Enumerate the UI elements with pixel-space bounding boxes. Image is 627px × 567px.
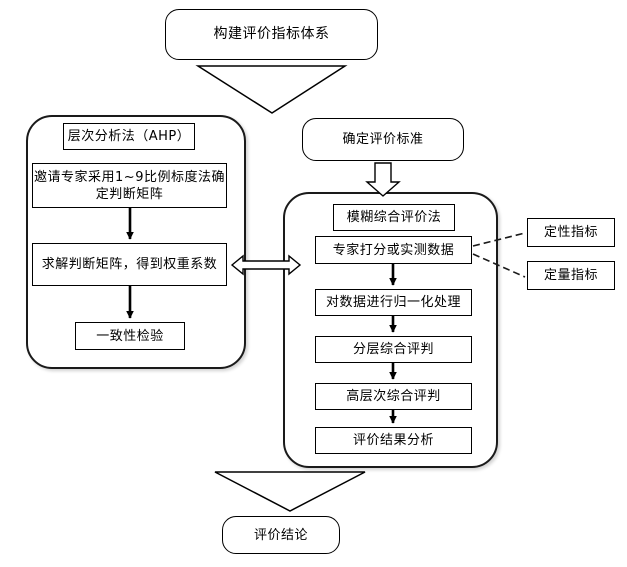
fuzzy-step-3[interactable]: 分层综合评判 [315, 336, 472, 363]
fuzzy-group-header: 模糊综合评价法 [333, 204, 455, 231]
node-qualitative-indicator[interactable]: 定性指标 [527, 218, 615, 247]
big-triangle-arrow-top [195, 65, 348, 114]
ahp-step-1[interactable]: 邀请专家采用1~9比例标度法确定判断矩阵 [32, 163, 227, 208]
fuzzy-step-1[interactable]: 专家打分或实测数据 [315, 236, 472, 264]
ahp-group-header: 层次分析法（AHP） [63, 123, 195, 150]
node-determine-criteria[interactable]: 确定评价标准 [302, 118, 464, 161]
node-construct-index-system[interactable]: 构建评价指标体系 [165, 9, 378, 60]
ahp-step-3[interactable]: 一致性检验 [75, 322, 185, 350]
fuzzy-step-5[interactable]: 评价结果分析 [315, 427, 472, 454]
node-evaluation-conclusion[interactable]: 评价结论 [222, 516, 340, 554]
big-triangle-arrow-bottom [214, 471, 366, 512]
fuzzy-step-4[interactable]: 高层次综合评判 [315, 383, 472, 410]
ahp-step-2[interactable]: 求解判断矩阵，得到权重系数 [32, 243, 227, 286]
node-quantitative-indicator[interactable]: 定量指标 [527, 261, 615, 290]
fuzzy-step-2[interactable]: 对数据进行归一化处理 [315, 289, 472, 316]
